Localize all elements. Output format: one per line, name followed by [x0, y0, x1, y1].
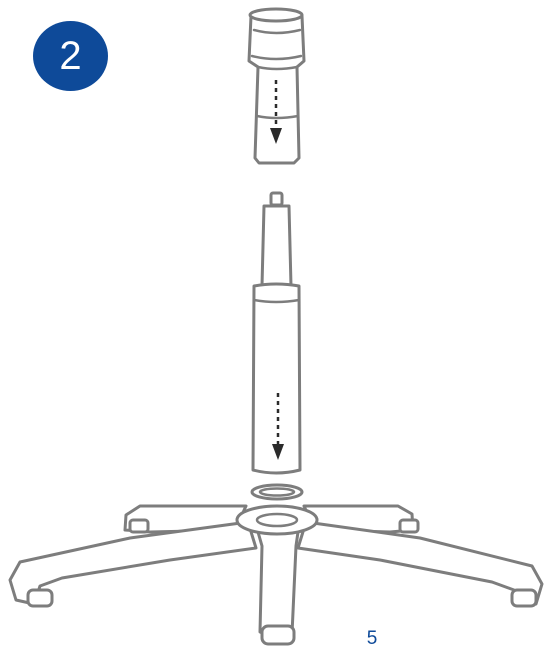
page-number: 5 — [360, 628, 384, 650]
o-ring — [252, 485, 302, 499]
five-star-base — [10, 506, 542, 644]
gas-cylinder — [253, 193, 300, 473]
